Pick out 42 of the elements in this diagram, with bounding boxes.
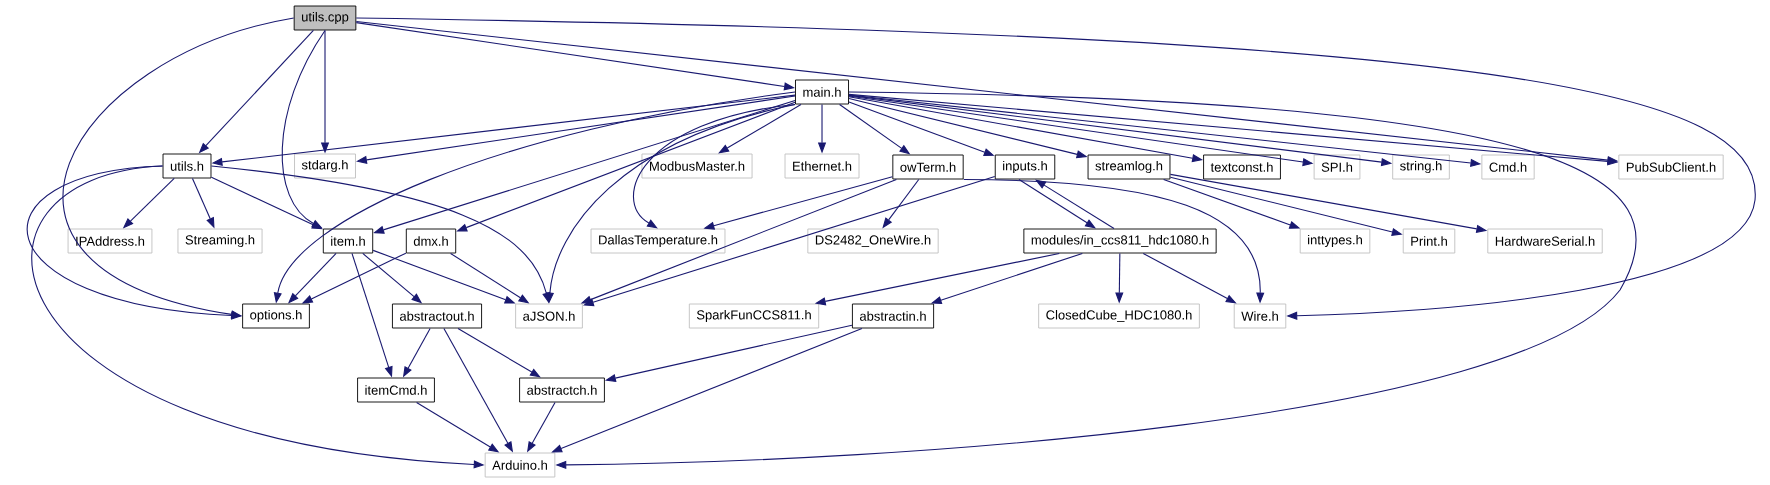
- file-box: PubSubClient.h: [1618, 154, 1724, 180]
- file-box: stdarg.h: [294, 153, 356, 179]
- file-box: utils.cpp: [293, 5, 357, 31]
- file-box: SPI.h: [1313, 154, 1361, 180]
- file-box: abstractin.h: [851, 303, 935, 329]
- file-box: modules/in_ccs811_hdc1080.h: [1023, 228, 1217, 254]
- arrow: [1018, 178, 1096, 229]
- file-box: Print.h: [1402, 228, 1456, 254]
- file-box: Wire.h: [1233, 303, 1287, 329]
- file-box: abstractch.h: [519, 377, 605, 403]
- arrow: [355, 17, 1756, 320]
- file-box: main.h: [795, 79, 849, 105]
- file-box: options.h: [242, 303, 310, 329]
- file-box: streamlog.h: [1087, 154, 1171, 180]
- file-box: itemCmd.h: [357, 377, 435, 403]
- file-box: dmx.h: [405, 228, 457, 254]
- file-box: inputs.h: [994, 154, 1056, 180]
- file-box: DallasTemperature.h: [590, 228, 726, 254]
- file-box: abstractout.h: [392, 303, 483, 329]
- arrow: [356, 95, 796, 164]
- file-box: string.h: [1392, 154, 1450, 180]
- file-box: ModbusMaster.h: [641, 153, 753, 179]
- arrow: [632, 103, 796, 229]
- file-box: Ethernet.h: [784, 153, 860, 179]
- file-box: aJSON.h: [515, 303, 583, 329]
- file-box: Streaming.h: [177, 228, 263, 254]
- file-box: Arduino.h: [484, 452, 556, 478]
- file-box: DS2482_OneWire.h: [807, 228, 939, 254]
- arrow: [457, 327, 541, 378]
- file-box: item.h: [322, 228, 374, 254]
- file-box: IPAddress.h: [67, 228, 153, 254]
- file-box: owTerm.h: [892, 154, 964, 180]
- file-box: SparkFunCCS811.h: [688, 303, 820, 329]
- arrow: [1035, 179, 1115, 230]
- file-box: inttypes.h: [1299, 228, 1371, 254]
- file-box: HardwareSerial.h: [1487, 228, 1603, 254]
- arrow: [281, 29, 326, 229]
- file-box: ClosedCube_HDC1080.h: [1038, 303, 1200, 329]
- file-box: utils.h: [162, 153, 212, 179]
- arrow: [718, 103, 802, 154]
- file-box: textconst.h: [1203, 154, 1281, 180]
- file-box: Cmd.h: [1481, 154, 1535, 180]
